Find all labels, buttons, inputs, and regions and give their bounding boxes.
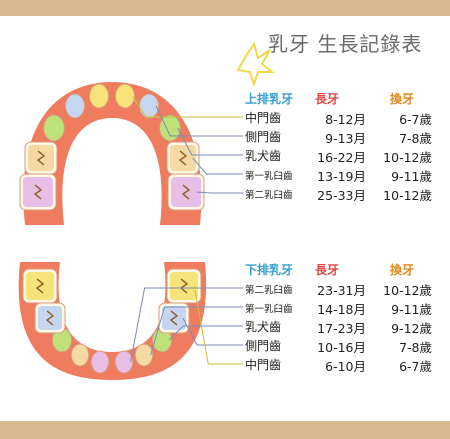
tooth-name: 第二乳臼齒 xyxy=(245,285,293,296)
lower-row-canine: 乳犬齒 17-23月 9-12歲 xyxy=(240,317,445,336)
upper-second-molar-left-groove xyxy=(33,184,43,200)
lower-canine-connector xyxy=(168,325,243,341)
upper-row-second-molar: 第二乳臼齒 25-33月 10-12歲 xyxy=(240,184,445,203)
upper-central-incisor-right-tooth xyxy=(114,83,136,109)
upper-central-incisor-left-tooth xyxy=(88,83,110,109)
lower-group-label: 下排乳牙 xyxy=(245,263,294,277)
lower-row-second-molar: 第二乳臼齒 23-31月 10-12歲 xyxy=(240,279,445,298)
lower-shed-header: 換牙 xyxy=(390,263,415,277)
upper-canine-connector xyxy=(177,127,243,156)
upper-table-header: 上排乳牙 長牙 換牙 xyxy=(240,90,445,108)
tooth-name: 中門齒 xyxy=(245,358,282,372)
shed-age: 7-8歲 xyxy=(399,131,432,146)
upper-second-molar-right-groove xyxy=(181,184,191,200)
connector-lines xyxy=(130,95,243,365)
erupt-age: 23-31月 xyxy=(317,283,366,298)
lower-central-incisor-right-tooth xyxy=(114,350,134,374)
upper-jaw xyxy=(19,82,205,225)
lower-second-molar-left-groove xyxy=(35,278,45,294)
shed-age: 6-7歲 xyxy=(399,359,432,374)
erupt-age: 10-16月 xyxy=(317,340,366,355)
upper-row-canine: 乳犬齒 16-22月 10-12歲 xyxy=(240,146,445,165)
shed-age: 9-11歲 xyxy=(391,302,432,317)
upper-row-central-incisor: 中門齒 8-12月 6-7歲 xyxy=(240,108,445,127)
lower-teeth-table: 下排乳牙 長牙 換牙 第二乳臼齒 23-31月 10-12歲 第一乳臼齒 14-… xyxy=(240,261,445,374)
upper-erupt-header: 長牙 xyxy=(315,92,340,106)
lower-first-molar-connector xyxy=(182,317,243,346)
erupt-age: 13-19月 xyxy=(317,169,366,184)
sparkle-decoration xyxy=(236,41,275,88)
frame-top-border xyxy=(0,0,450,16)
lower-second-molar-right-groove xyxy=(179,278,189,294)
lower-first-molar-right-groove xyxy=(169,310,179,326)
tooth-name: 第二乳臼齒 xyxy=(245,190,293,201)
erupt-age: 8-12月 xyxy=(325,112,366,127)
tooth-name: 側門齒 xyxy=(245,339,282,353)
page-title: 乳牙 生長記錄表 xyxy=(268,32,423,56)
lower-erupt-header: 長牙 xyxy=(315,263,340,277)
upper-lateral-incisor-connector xyxy=(155,105,243,137)
erupt-age: 17-23月 xyxy=(317,321,366,336)
upper-first-molar-connector xyxy=(192,157,243,175)
upper-teeth-table: 上排乳牙 長牙 換牙 中門齒 8-12月 6-7歲 側門齒 9-13月 7-8歲… xyxy=(240,90,445,203)
tooth-name: 第一乳臼齒 xyxy=(245,171,293,182)
tooth-name: 乳犬齒 xyxy=(245,320,282,334)
lower-lateral-incisor-right-tooth xyxy=(134,343,154,367)
upper-group-label: 上排乳牙 xyxy=(245,92,294,106)
tooth-name: 乳犬齒 xyxy=(245,149,282,163)
shed-age: 10-12歲 xyxy=(383,150,432,165)
shed-age: 9-12歲 xyxy=(391,321,432,336)
lower-table-header: 下排乳牙 長牙 換牙 xyxy=(240,261,445,279)
erupt-age: 14-18月 xyxy=(317,302,366,317)
upper-canine-right-tooth xyxy=(159,114,181,142)
tooth-name: 中門齒 xyxy=(245,111,282,125)
upper-gum xyxy=(23,82,202,225)
upper-row-lateral-incisor: 側門齒 9-13月 7-8歲 xyxy=(240,127,445,146)
lower-lateral-incisor-connector xyxy=(150,306,243,356)
erupt-age: 25-33月 xyxy=(317,188,366,203)
upper-row-first-molar: 第一乳臼齒 13-19月 9-11歲 xyxy=(240,165,445,184)
lower-row-first-molar: 第一乳臼齒 14-18月 9-11歲 xyxy=(240,298,445,317)
lower-row-central-incisor: 中門齒 6-10月 6-7歲 xyxy=(240,355,445,374)
erupt-age: 6-10月 xyxy=(325,359,366,374)
lower-lateral-incisor-left-tooth xyxy=(70,343,90,367)
upper-first-molar-right-groove xyxy=(178,150,188,166)
shed-age: 10-12歲 xyxy=(383,188,432,203)
tooth-name: 側門齒 xyxy=(245,130,282,144)
tooth-name: 第一乳臼齒 xyxy=(245,304,293,315)
shed-age: 6-7歲 xyxy=(399,112,432,127)
lower-row-lateral-incisor: 側門齒 10-16月 7-8歲 xyxy=(240,336,445,355)
upper-second-molar-connector xyxy=(196,191,243,194)
upper-canine-left-tooth xyxy=(43,114,65,142)
erupt-age: 16-22月 xyxy=(317,150,366,165)
lower-jaw xyxy=(18,262,207,380)
lower-central-incisor-connector xyxy=(130,287,243,363)
erupt-age: 9-13月 xyxy=(325,131,366,146)
upper-shed-header: 換牙 xyxy=(390,92,415,106)
lower-second-molar-connector xyxy=(193,285,243,365)
upper-lateral-incisor-left-tooth xyxy=(64,93,86,119)
upper-first-molar-left-groove xyxy=(36,150,46,166)
lower-first-molar-left-groove xyxy=(45,310,55,326)
shed-age: 7-8歲 xyxy=(399,340,432,355)
lower-central-incisor-left-tooth xyxy=(90,350,110,374)
frame-bottom-border xyxy=(0,421,450,439)
upper-central-incisor-connector xyxy=(131,95,243,118)
shed-age: 9-11歲 xyxy=(391,169,432,184)
upper-lateral-incisor-right-tooth xyxy=(138,93,160,119)
shed-age: 10-12歲 xyxy=(383,283,432,298)
